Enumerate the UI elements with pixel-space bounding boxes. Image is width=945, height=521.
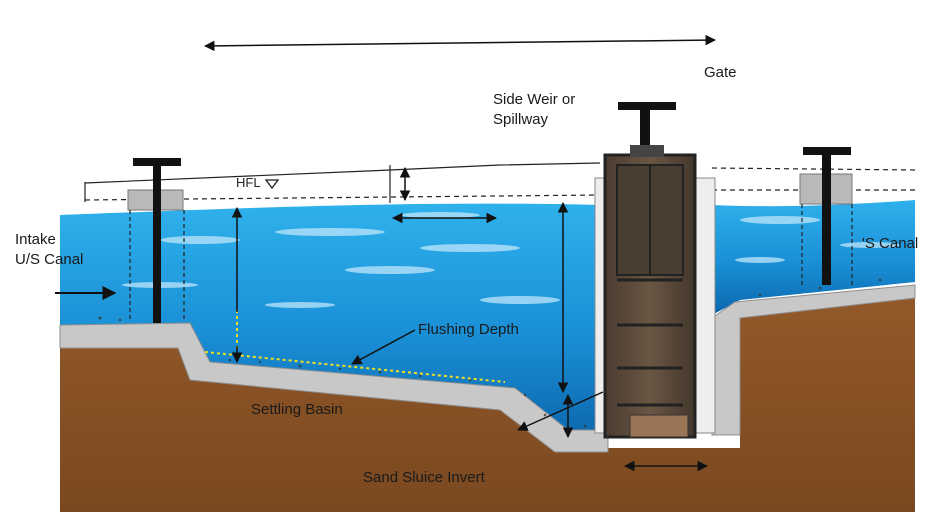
intake-label-line2: U/S Canal [15,251,84,268]
hfl-lines [84,162,916,203]
sand-sluice-invert-label: Sand Sluice Invert [363,469,485,486]
downstream-regulator [799,147,853,285]
sluice-gate [594,102,716,439]
side-weir-label-line2: Spillway [493,111,549,128]
ds-canal-label: 'S Canal [862,235,919,252]
downstream-water [712,200,915,315]
settling-basin-label: Settling Basin [251,401,343,418]
downstream-concrete [711,284,916,436]
water-body [60,203,600,440]
sediment-dots [98,278,882,428]
side-weir-label-line1: Side Weir or [493,91,576,108]
sand-sluice-pointer [517,391,604,431]
flushing-level-line [204,351,506,383]
flushing-depth-label: Flushing Depth [418,321,519,338]
flushing-depth-pointer [351,329,416,365]
intake-label-line1: Intake [15,231,56,248]
gate-label: Gate [704,64,737,81]
intake-regulator [127,158,185,323]
concrete-lining [59,322,609,453]
water-ripples [122,212,900,308]
hfl-label: HFL [236,175,261,190]
dimension-arrows [55,34,717,472]
hfl-triangle-icon [264,179,280,190]
top-span-arrow [203,34,717,52]
